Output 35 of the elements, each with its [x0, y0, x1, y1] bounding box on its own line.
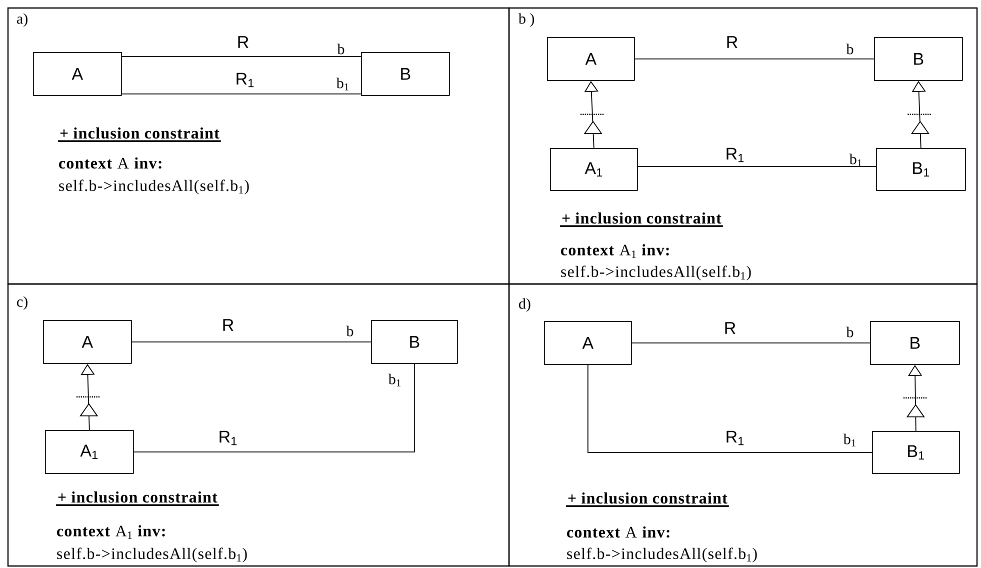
edge-label: R [236, 35, 250, 49]
role-name: b$_{1}$ [388, 374, 400, 386]
class-box: A [32, 52, 122, 96]
role-name: b [846, 44, 854, 54]
role-name: b [846, 326, 854, 338]
association-line [133, 363, 415, 452]
class-box: A [544, 320, 632, 365]
edge-label: R$_{1}$ [724, 430, 746, 446]
class-box: A [42, 320, 132, 364]
role-name: b [346, 326, 354, 336]
role-name: b [337, 44, 344, 54]
edge-label: R$_{1}$ [234, 72, 256, 88]
role-name: b$_{1}$ [336, 78, 348, 90]
edge-label: R$_{1}$ [724, 146, 746, 164]
edge-label: R [724, 35, 740, 49]
class-box: B [870, 320, 960, 365]
class-box: A$_{1}$ [550, 148, 638, 191]
class-box: B$_{1}$ [876, 148, 966, 191]
association-line [121, 93, 362, 94]
edge-label: R$_{1}$ [217, 430, 239, 446]
class-box: B [370, 320, 458, 364]
association-line [587, 364, 872, 453]
class-box: B [874, 36, 963, 81]
class-box: A$_{1}$ [44, 430, 134, 474]
association-line [131, 341, 372, 342]
association-line [637, 166, 876, 167]
association-line [121, 56, 362, 57]
edge-label: R [220, 318, 236, 332]
class-box: A [546, 36, 635, 81]
association-line [634, 58, 874, 60]
edge-label: R [722, 321, 738, 335]
class-box: B [360, 52, 450, 96]
role-name: b$_{1}$ [843, 434, 856, 446]
association-line [631, 342, 870, 344]
class-box: B$_{1}$ [872, 430, 960, 474]
